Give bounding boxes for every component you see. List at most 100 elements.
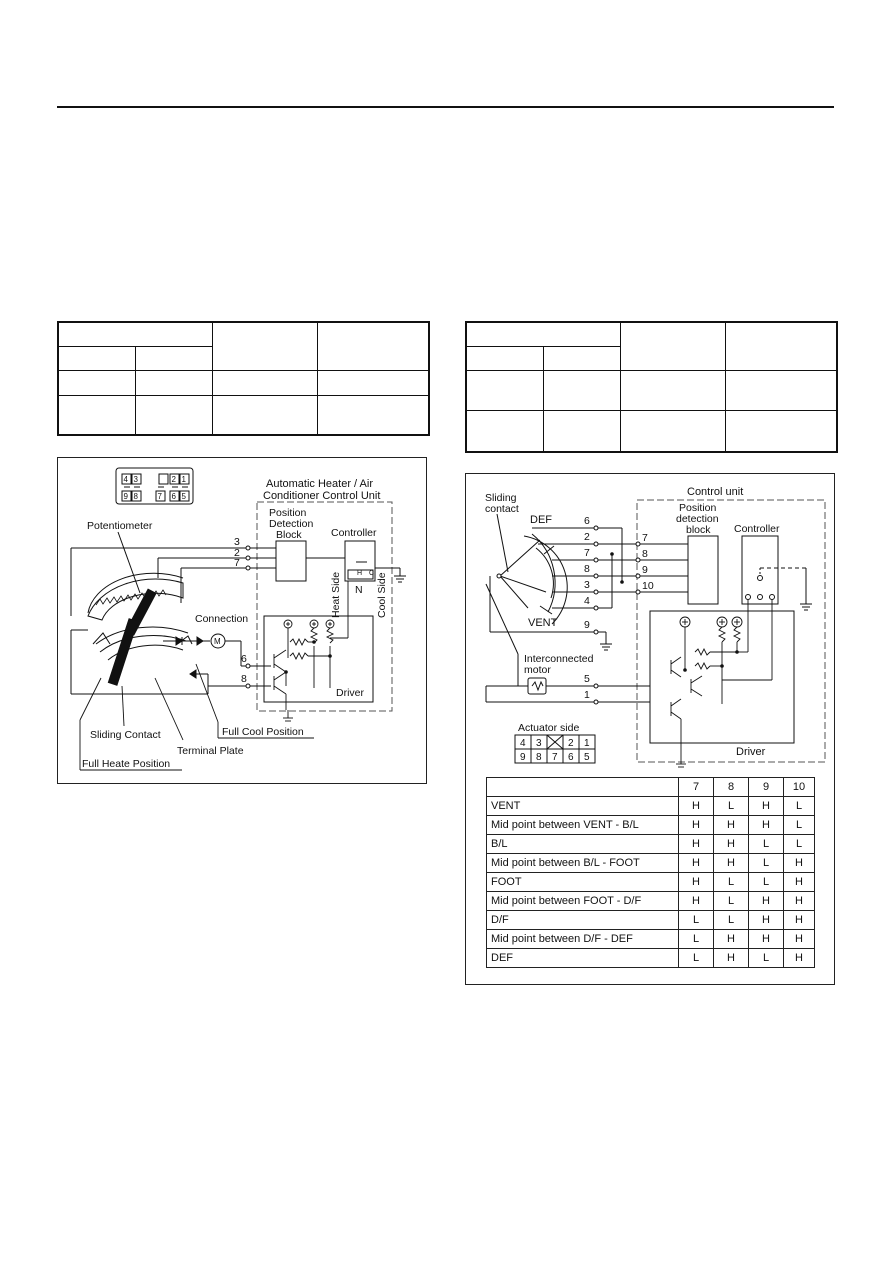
position-detection-label: Block <box>276 529 302 541</box>
table-header: 9 <box>748 777 784 797</box>
pin-label: 8 <box>642 548 648 560</box>
signal-cell: H <box>783 948 815 968</box>
control-unit-title: Conditioner Control Unit <box>263 490 380 502</box>
controller-label: Controller <box>331 527 377 539</box>
signal-cell: H <box>713 929 749 949</box>
motor-label: motor <box>524 664 551 676</box>
signal-cell: L <box>748 872 784 892</box>
signal-cell: H <box>783 891 815 911</box>
motor-icon: M <box>214 637 221 646</box>
pin-label: 6 <box>584 515 590 527</box>
signal-cell: L <box>748 948 784 968</box>
signal-cell: L <box>783 796 815 816</box>
signal-cell: H <box>678 872 714 892</box>
table-header: 7 <box>678 777 714 797</box>
table-cell <box>317 321 430 371</box>
left-wiring-diagram: 4 3 2 1 9 8 7 6 5 Automatic Heater / Air… <box>57 457 427 784</box>
signal-cell: H <box>748 910 784 930</box>
table-cell <box>211 369 319 396</box>
control-unit-label: Control unit <box>687 486 743 498</box>
table-cell <box>725 321 838 371</box>
signal-cell: L <box>748 853 784 873</box>
mode-cell: Mid point between VENT - B/L <box>486 815 679 835</box>
driver-block <box>263 615 374 703</box>
table-header: 8 <box>713 777 749 797</box>
mode-cell: D/F <box>486 910 679 930</box>
connector-pin: 3 <box>134 475 139 484</box>
signal-cell: L <box>783 834 815 854</box>
sliding-contact-label: contact <box>485 503 519 515</box>
signal-cell: L <box>713 891 749 911</box>
table-cell <box>211 321 319 371</box>
signal-cell: H <box>748 929 784 949</box>
actuator-pin: 5 <box>584 752 590 763</box>
controller-block <box>344 540 376 582</box>
position-detection-block <box>275 540 307 582</box>
right-wiring-diagram: Control unit Sliding contact DEF VENT <box>465 473 835 985</box>
signal-cell: H <box>713 815 749 835</box>
table-cell <box>211 394 319 436</box>
position-detection-label: detection <box>676 513 719 525</box>
signal-cell: L <box>678 929 714 949</box>
table-cell <box>134 394 213 436</box>
table-cell <box>725 409 838 453</box>
table-cell <box>542 345 621 371</box>
signal-cell: H <box>678 834 714 854</box>
pin-label: 3 <box>584 579 590 591</box>
signal-cell: L <box>678 910 714 930</box>
signal-cell: H <box>678 853 714 873</box>
signal-cell: H <box>783 929 815 949</box>
potentiometer-label: Potentiometer <box>87 520 153 532</box>
control-unit-title: Automatic Heater / Air <box>266 478 373 490</box>
right-spec-table <box>465 321 838 453</box>
signal-cell: L <box>783 815 815 835</box>
driver-block <box>649 610 795 744</box>
table-cell <box>57 369 136 396</box>
connector-pin: 1 <box>182 475 187 484</box>
pin-label: 2 <box>584 531 590 543</box>
connector-pin: 2 <box>172 475 177 484</box>
signal-cell: H <box>678 815 714 835</box>
table-cell <box>465 369 544 411</box>
table-cell <box>725 369 838 411</box>
terminal-plate-label: Terminal Plate <box>177 745 244 757</box>
cool-side-label: Cool Side <box>376 572 388 618</box>
actuator-pin: 6 <box>568 752 574 763</box>
signal-cell: L <box>713 796 749 816</box>
table-cell <box>57 394 136 436</box>
table-row: D/F L L H H <box>486 910 815 930</box>
signal-cell: H <box>713 853 749 873</box>
mode-cell: DEF <box>486 948 679 968</box>
signal-cell: H <box>713 948 749 968</box>
table-row: B/L H H L L <box>486 834 815 854</box>
table-cell <box>542 369 621 411</box>
pin-label: 9 <box>584 619 590 631</box>
signal-cell: H <box>783 872 815 892</box>
table-cell <box>134 345 213 371</box>
pin-label: 7 <box>234 557 240 569</box>
pin-label: 7 <box>642 532 648 544</box>
mode-cell: Mid point between B/L - FOOT <box>486 853 679 873</box>
table-cell <box>465 409 544 453</box>
table-header <box>486 777 679 797</box>
table-row: Mid point between B/L - FOOT H H L H <box>486 853 815 873</box>
pin-label: 6 <box>241 653 247 665</box>
right-diagram-svg: Control unit Sliding contact DEF VENT <box>485 486 826 768</box>
actuator-pin: 7 <box>552 752 558 763</box>
signal-cell: H <box>783 853 815 873</box>
actuator-pin: 1 <box>584 738 590 749</box>
table-cell <box>619 321 727 371</box>
signal-cell: L <box>678 948 714 968</box>
full-cool-label: Full Cool Position <box>222 726 304 738</box>
pin-label: 2 <box>234 547 240 559</box>
full-heat-label: Full Heate Position <box>82 758 170 770</box>
vent-label: VENT <box>528 617 558 629</box>
table-cell <box>619 409 727 453</box>
mode-cell: Mid point between FOOT - D/F <box>486 891 679 911</box>
table-cell <box>134 369 213 396</box>
mode-cell: Mid point between D/F - DEF <box>486 929 679 949</box>
sliding-contact-label: Sliding Contact <box>90 729 161 741</box>
neutral-label: N <box>355 584 363 596</box>
actuator-pin: 4 <box>520 738 526 749</box>
sliding-contact-label: Sliding <box>485 492 517 504</box>
